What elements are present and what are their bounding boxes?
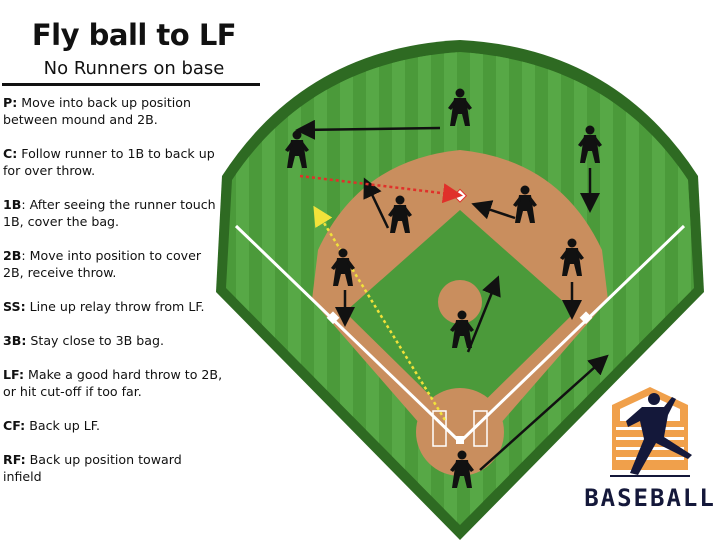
note-shortstop: SS: Line up relay throw from LF.: [3, 298, 223, 315]
title-divider: [2, 83, 260, 86]
player-3b: [331, 248, 355, 286]
pitchers-mound: [438, 280, 482, 324]
note-label: C:: [3, 146, 18, 161]
note-text: Move into back up position between mound…: [3, 95, 191, 127]
runner-path: [313, 205, 447, 421]
note-text: Back up position toward infield: [3, 452, 182, 484]
player-ss: [388, 195, 412, 233]
page-subtitle: No Runners on base: [43, 58, 225, 79]
right-foul-line: [460, 224, 686, 442]
note-right-field: RF: Back up position toward infield: [3, 451, 223, 485]
movement-arrows: [295, 119, 609, 471]
player-cf: [448, 88, 472, 126]
note-label: RF:: [3, 452, 26, 467]
note-left-field: LF: Make a good hard throw to 2B, or hit…: [3, 366, 223, 400]
note-text: Back up LF.: [25, 418, 101, 433]
batters-box-right: [473, 410, 488, 447]
note-label: 1B: [3, 197, 22, 212]
page-title: Fly ball to LF: [31, 18, 237, 52]
arrow-2b: [471, 200, 516, 220]
arrow-p: [466, 275, 501, 353]
left-foul-line: [234, 224, 460, 442]
player-1b: [560, 238, 584, 276]
note-second-base: 2B: Move into position to cover 2B, rece…: [3, 247, 223, 281]
note-first-base: 1B: After seeing the runner touch 1B, co…: [3, 196, 223, 230]
throw-lf-to-2b: [299, 174, 463, 204]
note-center-field: CF: Back up LF.: [3, 417, 223, 434]
players: [285, 88, 602, 488]
player-lf: [285, 130, 309, 168]
note-label: 3B:: [3, 333, 27, 348]
note-label: 2B: [3, 248, 22, 263]
note-label: SS:: [3, 299, 26, 314]
position-notes: P: Move into back up position between mo…: [3, 94, 223, 502]
logo-wordmark: BASEBALL: [584, 484, 716, 512]
arrow-c: [479, 354, 609, 471]
note-text: Line up relay throw from LF.: [25, 299, 205, 314]
note-third-base: 3B: Stay close to 3B bag.: [3, 332, 223, 349]
note-pitcher: P: Move into back up position between mo…: [3, 94, 223, 128]
player-c: [450, 450, 474, 488]
note-label: CF:: [3, 418, 26, 433]
note-text: : Move into position to cover 2B, receiv…: [3, 248, 202, 280]
note-text: : After seeing the runner touch 1B, cove…: [3, 197, 216, 229]
arrow-ss: [363, 177, 390, 229]
grass-stripe: [236, 52, 249, 525]
note-text: Make a good hard throw to 2B, or hit cut…: [3, 367, 223, 399]
batters-box-left: [432, 410, 447, 447]
arrow-cf: [295, 119, 441, 140]
note-catcher: C: Follow runner to 1B to back up for ov…: [3, 145, 223, 179]
note-label: LF:: [3, 367, 24, 382]
note-label: P:: [3, 95, 18, 110]
player-rf: [578, 125, 602, 163]
player-2b: [513, 185, 537, 223]
player-p: [450, 310, 474, 348]
note-text: Follow runner to 1B to back up for over …: [3, 146, 215, 178]
home-plate: [456, 436, 464, 444]
note-text: Stay close to 3B bag.: [26, 333, 164, 348]
grass-stripe: [288, 52, 301, 525]
baseball-logo: [610, 387, 692, 477]
